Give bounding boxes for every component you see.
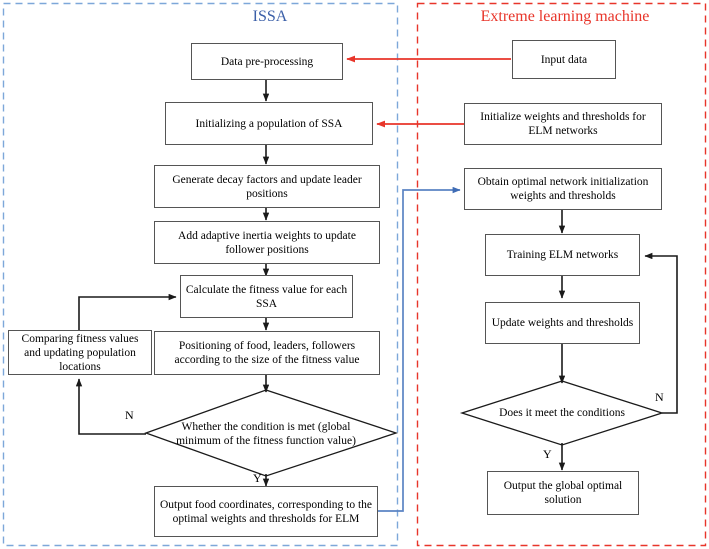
edge-label-text: Y bbox=[543, 447, 552, 461]
node-label: Positioning of food, leaders, followers … bbox=[174, 340, 360, 366]
panel-title-issa: ISSA bbox=[252, 8, 288, 25]
edge-label-issa-yes: Y bbox=[253, 471, 262, 486]
node-label: Output food coordinates, corresponding t… bbox=[159, 498, 373, 525]
node-label: Obtain optimal network initialization we… bbox=[477, 176, 649, 202]
node-output-global-optimal[interactable]: Output the global optimal solution bbox=[487, 471, 639, 515]
arrow-output-to-obtain-optimal bbox=[378, 186, 461, 512]
node-label: Update weights and thresholds bbox=[491, 317, 634, 329]
node-initializing-population[interactable]: Initializing a population of SSA bbox=[165, 102, 373, 145]
panel-border-issa bbox=[2, 2, 399, 547]
node-training-elm-networks[interactable]: Training ELM networks bbox=[485, 234, 640, 276]
edge-label-text: Y bbox=[253, 471, 262, 485]
edge-label-issa-no: N bbox=[125, 408, 134, 423]
edge-label-elm-no: N bbox=[655, 390, 664, 405]
node-initialize-weights-thresholds[interactable]: Initialize weights and thresholds for EL… bbox=[464, 103, 662, 145]
panel-title-elm: Extreme learning machine bbox=[480, 8, 650, 25]
node-label: Output the global optimal solution bbox=[503, 480, 623, 506]
node-generate-decay-factors[interactable]: Generate decay factors and update leader… bbox=[154, 165, 380, 208]
arrow-condition-no-to-comparing bbox=[75, 378, 146, 435]
node-label: Training ELM networks bbox=[506, 249, 619, 261]
node-label: Input data bbox=[540, 53, 588, 66]
edge-label-elm-yes: Y bbox=[543, 447, 552, 462]
node-label: Initialize weights and thresholds for EL… bbox=[480, 111, 646, 137]
arrow-decision-no-to-training bbox=[644, 252, 678, 414]
node-label: Data pre-processing bbox=[220, 55, 314, 68]
edge-label-text: N bbox=[125, 408, 134, 422]
node-label: Calculate the fitness value for each SSA bbox=[185, 283, 348, 310]
node-label: Generate decay factors and update leader… bbox=[172, 173, 362, 200]
node-calculate-fitness[interactable]: Calculate the fitness value for each SSA bbox=[180, 275, 353, 318]
edge-label-text: N bbox=[655, 390, 664, 404]
node-adaptive-inertia-weights[interactable]: Add adaptive inertia weights to update f… bbox=[154, 221, 380, 264]
node-label: Add adaptive inertia weights to update f… bbox=[178, 229, 356, 256]
arrow-comparing-to-calculate bbox=[78, 293, 177, 330]
panel-border-elm bbox=[416, 2, 707, 547]
node-comparing-fitness-values[interactable]: Comparing fitness values and updating po… bbox=[8, 330, 152, 375]
node-output-food-coordinates[interactable]: Output food coordinates, corresponding t… bbox=[154, 486, 378, 537]
node-obtain-optimal-initialization[interactable]: Obtain optimal network initialization we… bbox=[464, 168, 662, 210]
node-positioning-food-leaders[interactable]: Positioning of food, leaders, followers … bbox=[154, 331, 380, 375]
node-data-preprocessing[interactable]: Data pre-processing bbox=[191, 43, 343, 80]
decision-diamond-elm bbox=[459, 380, 665, 446]
node-input-data[interactable]: Input data bbox=[512, 40, 616, 79]
node-label: Initializing a population of SSA bbox=[195, 117, 343, 130]
node-update-weights-thresholds[interactable]: Update weights and thresholds bbox=[485, 302, 640, 344]
decision-diamond-issa bbox=[144, 389, 399, 477]
node-label: Comparing fitness values and updating po… bbox=[21, 332, 139, 373]
